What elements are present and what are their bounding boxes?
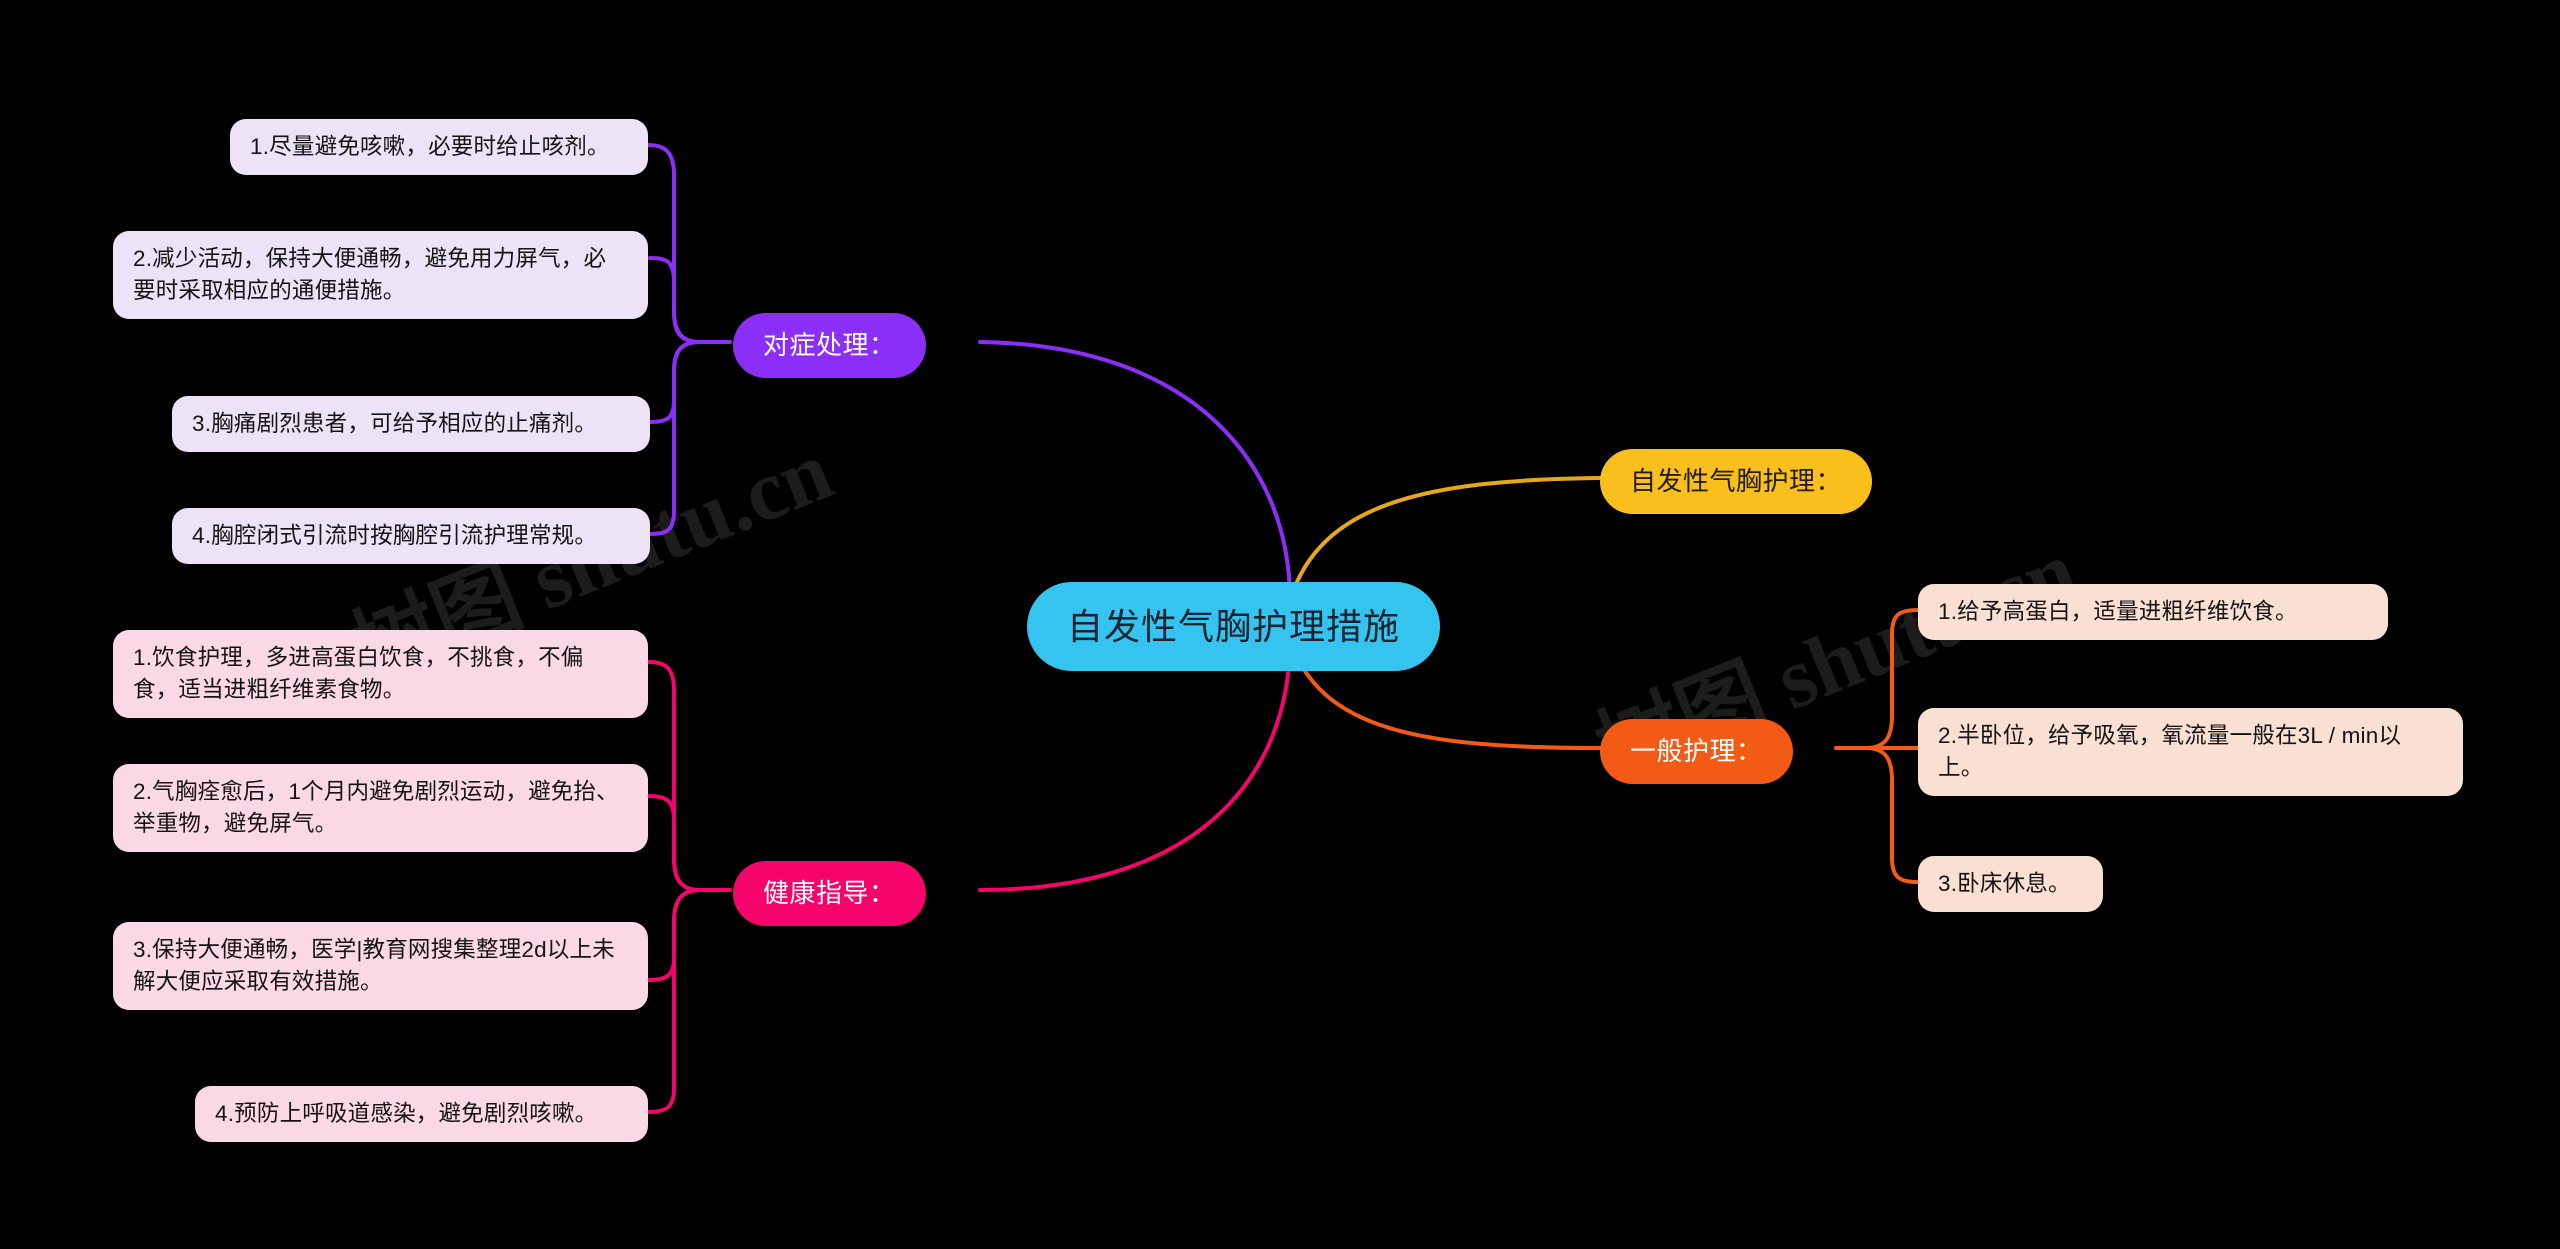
root-node[interactable]: 自发性气胸护理措施 [1027, 582, 1441, 672]
leaf-label: 1.给予高蛋白，适量进粗纤维饮食。 [1938, 599, 2298, 624]
link-root-duizheng [978, 340, 1292, 602]
leaf-label: 2.减少活动，保持大便通畅，避免用力屏气，必要时采取相应的通便措施。 [133, 246, 607, 303]
leaf-node-jiankang-3[interactable]: 3.保持大便通畅，医学|教育网搜集整理2d以上未解大便应采取有效措施。 [113, 922, 648, 1010]
branch-label-jiankang: 健康指导： [763, 878, 896, 908]
root-node-label: 自发性气胸护理措施 [1067, 606, 1401, 647]
link-jiankang-child-1 [646, 660, 702, 892]
leaf-label: 2.气胸痊愈后，1个月内避免剧烈运动，避免抬、举重物，避免屏气。 [133, 779, 619, 836]
leaf-label: 2.半卧位，给予吸氧，氧流量一般在3L / min以上。 [1938, 723, 2402, 780]
link-duizheng-child-2 [648, 256, 702, 344]
link-yiban-child-3 [1864, 746, 1920, 884]
leaf-node-yiban-1[interactable]: 1.给予高蛋白，适量进粗纤维饮食。 [1918, 584, 2388, 640]
link-jiankang-child-2 [646, 794, 702, 892]
link-jiankang-child-4 [646, 888, 702, 1114]
leaf-node-duizheng-1[interactable]: 1.尽量避免咳嗽，必要时给止咳剂。 [230, 119, 648, 175]
branch-node-yiban[interactable]: 一般护理： [1600, 719, 1793, 784]
leaf-label: 1.尽量避免咳嗽，必要时给止咳剂。 [250, 134, 610, 159]
leaf-label: 3.胸痛剧烈患者，可给予相应的止痛剂。 [192, 411, 598, 436]
leaf-label: 4.预防上呼吸道感染，避免剧烈咳嗽。 [215, 1101, 598, 1126]
leaf-node-yiban-2[interactable]: 2.半卧位，给予吸氧，氧流量一般在3L / min以上。 [1918, 708, 2463, 796]
branch-label-duizheng: 对症处理： [763, 330, 896, 360]
branch-node-zifaxing[interactable]: 自发性气胸护理： [1600, 449, 1873, 514]
link-root-jiankang [978, 638, 1292, 892]
link-duizheng-child-1 [646, 143, 702, 344]
branch-node-jiankang[interactable]: 健康指导： [733, 861, 926, 926]
leaf-node-duizheng-3[interactable]: 3.胸痛剧烈患者，可给予相应的止痛剂。 [172, 396, 650, 452]
leaf-node-duizheng-4[interactable]: 4.胸腔闭式引流时按胸腔引流护理常规。 [172, 508, 650, 564]
leaf-node-jiankang-4[interactable]: 4.预防上呼吸道感染，避免剧烈咳嗽。 [195, 1086, 648, 1142]
leaf-label: 3.卧床休息。 [1938, 871, 2071, 896]
link-duizheng-child-4 [648, 340, 702, 536]
branch-label-yiban: 一般护理： [1630, 736, 1763, 766]
link-jiankang-child-3 [646, 888, 702, 982]
leaf-node-duizheng-2[interactable]: 2.减少活动，保持大便通畅，避免用力屏气，必要时采取相应的通便措施。 [113, 231, 648, 319]
leaf-node-jiankang-1[interactable]: 1.饮食护理，多进高蛋白饮食，不挑食，不偏食，适当进粗纤维素食物。 [113, 630, 648, 718]
leaf-label: 1.饮食护理，多进高蛋白饮食，不挑食，不偏食，适当进粗纤维素食物。 [133, 645, 584, 702]
leaf-node-yiban-3[interactable]: 3.卧床休息。 [1918, 856, 2103, 912]
link-yiban-child-1 [1864, 608, 1920, 750]
leaf-label: 3.保持大便通畅，医学|教育网搜集整理2d以上未解大便应采取有效措施。 [133, 937, 615, 994]
leaf-label: 4.胸腔闭式引流时按胸腔引流护理常规。 [192, 523, 598, 548]
branch-node-duizheng[interactable]: 对症处理： [733, 313, 926, 378]
link-duizheng-child-3 [648, 340, 702, 424]
branch-label-zifaxing: 自发性气胸护理： [1630, 466, 1843, 496]
leaf-node-jiankang-2[interactable]: 2.气胸痊愈后，1个月内避免剧烈运动，避免抬、举重物，避免屏气。 [113, 764, 648, 852]
